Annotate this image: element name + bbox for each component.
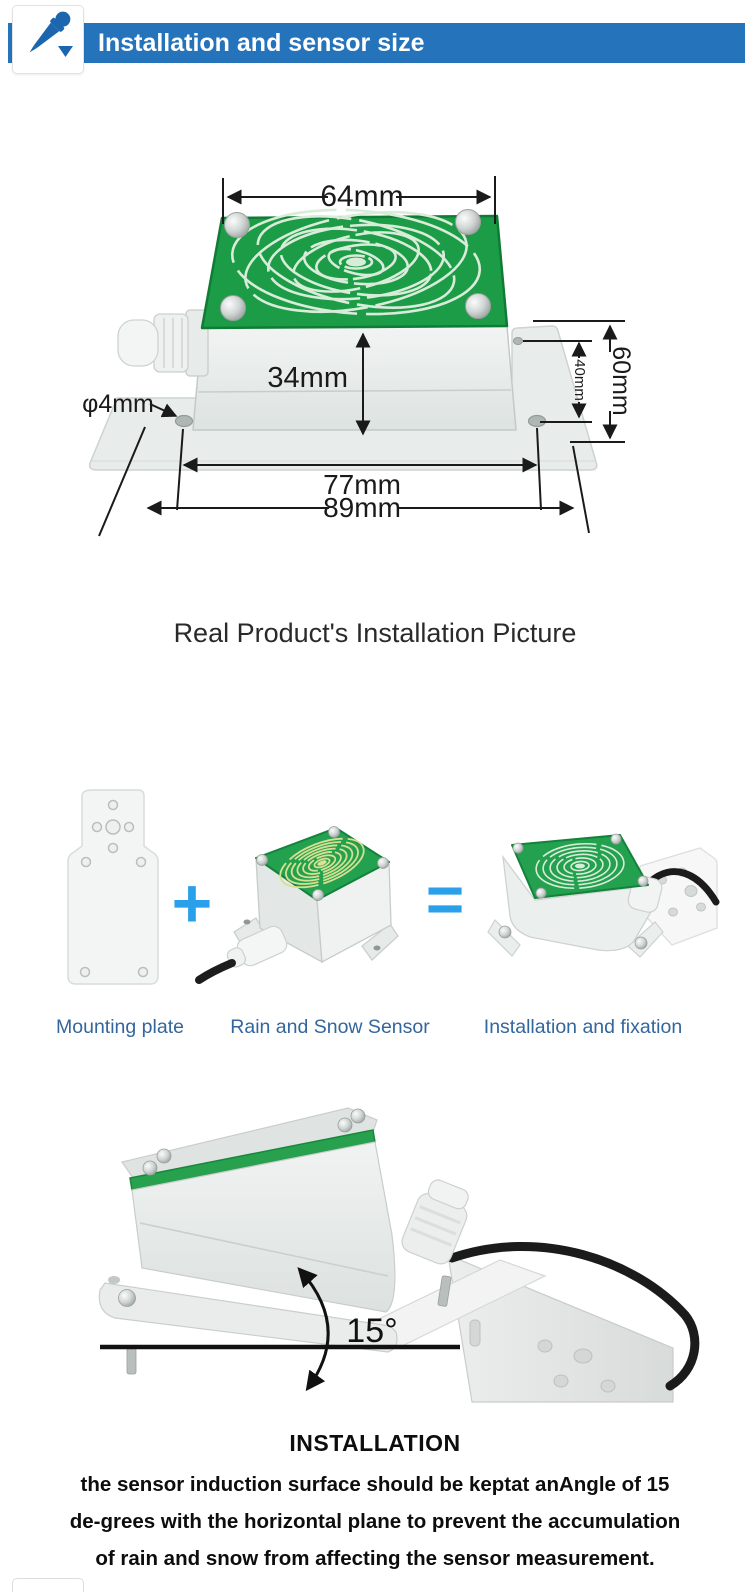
mounting-plate-illustration: [67, 789, 159, 985]
note-heading: INSTALLATION: [289, 1430, 461, 1456]
dimension-lines: [98, 176, 625, 537]
section-title: Installation and sensor size: [98, 29, 425, 57]
pole-holes: [469, 1319, 616, 1393]
note-line: of rain and snow from affecting the sens…: [95, 1547, 655, 1570]
dim-hole-spacing-label: 77mm: [323, 469, 401, 500]
dimension-labels: 64mm 34mm φ4mm 40mm 60mm 77mm 89mm: [82, 180, 635, 523]
installed-cable: [646, 868, 720, 906]
angle-label: 15°: [346, 1312, 397, 1350]
section-icon-card: [12, 5, 84, 74]
plus-sign: +: [171, 864, 213, 942]
assembly-figure: [67, 789, 720, 985]
dim-base-width-label: 89mm: [323, 492, 401, 523]
note-line: the sensor induction surface should be k…: [80, 1473, 670, 1496]
cable-gland: [117, 309, 209, 377]
equals-sign: =: [425, 862, 465, 936]
sensor-illustration: [195, 826, 399, 984]
photo-cable-gland: [401, 1179, 469, 1265]
photo-cable: [447, 1242, 700, 1391]
label-rain-snow-sensor: Rain and Snow Sensor: [230, 1016, 430, 1038]
note-body: the sensor induction surface should be k…: [0, 1466, 750, 1577]
dim-side-height-label: 60mm: [607, 346, 635, 415]
figure-caption: Real Product's Installation Picture: [173, 618, 577, 648]
rain-sensor-illustration: [88, 208, 598, 471]
note-line: de-grees with the horizontal plane to pr…: [69, 1510, 681, 1533]
caret-down-icon: [58, 46, 73, 57]
section-banner: Installation and sensor size: [8, 23, 745, 63]
dim-hole-offset-label: 40mm: [571, 359, 588, 401]
installation-note: INSTALLATION the sensor induction surfac…: [0, 1430, 750, 1577]
corner-screws: [220, 209, 491, 321]
dropper-icon: [29, 11, 73, 57]
installed-sensor-illustration: [487, 833, 720, 958]
angle-arc: [297, 1267, 330, 1392]
dim-hole-diameter-label: φ4mm: [82, 390, 154, 418]
dim-top-width-label: 64mm: [320, 180, 403, 213]
dimension-diagram: 64mm 34mm φ4mm 40mm 60mm 77mm 89mm: [82, 176, 635, 537]
next-section-card: [12, 1578, 84, 1592]
label-installation-fixation: Installation and fixation: [483, 1016, 683, 1038]
tilt-installation-photo: 15°: [98, 1107, 700, 1403]
threaded-studs: [126, 1275, 452, 1375]
dim-body-height-label: 34mm: [267, 362, 348, 394]
label-mounting-plate: Mounting plate: [56, 1016, 184, 1038]
sensor-cable: [195, 959, 236, 984]
